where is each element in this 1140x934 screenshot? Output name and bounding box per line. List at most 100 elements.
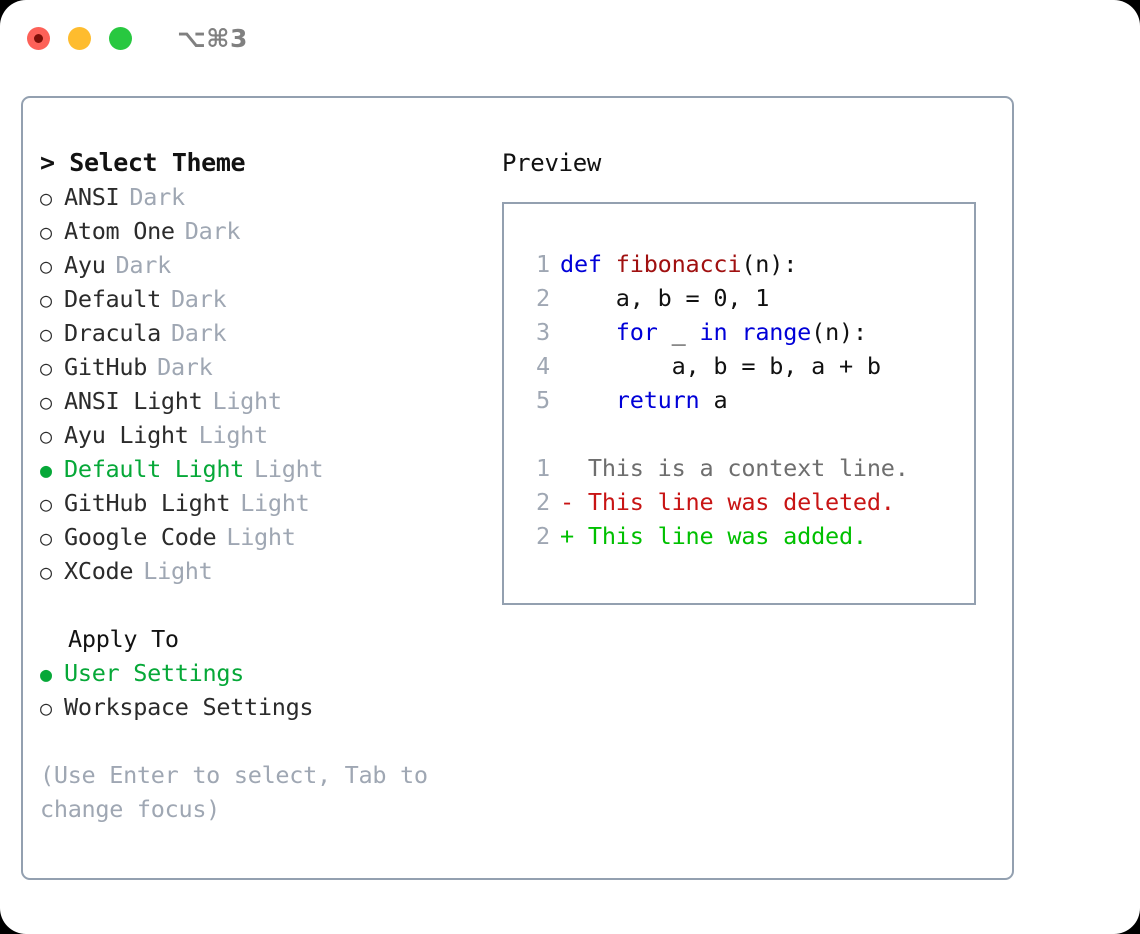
radio-empty-icon: ○ (40, 288, 52, 312)
radio-empty-icon: ○ (40, 356, 52, 380)
code-diff-separator (524, 417, 968, 451)
apply-option-label: Workspace Settings (64, 693, 314, 721)
theme-option-label: Atom One (64, 217, 175, 245)
theme-option-ayu[interactable]: ○ Ayu Dark (40, 248, 490, 282)
theme-option-label: Default Light (64, 455, 245, 483)
line-number: 1 (536, 454, 550, 482)
theme-option-label: Default (64, 285, 161, 313)
theme-option-label: Ayu (64, 251, 106, 279)
theme-option-tag: Dark (157, 353, 213, 381)
close-button[interactable] (27, 26, 50, 50)
theme-option-label: GitHub Light (64, 489, 231, 517)
theme-option-tag: Light (254, 455, 324, 483)
line-number: 1 (536, 250, 550, 278)
minimize-button[interactable] (68, 26, 91, 50)
radio-empty-icon: ○ (40, 424, 52, 448)
code-line: 5 return a (524, 383, 968, 417)
select-theme-header: > Select Theme (40, 148, 246, 177)
apply-to-list[interactable]: ●User Settings ○ Workspace Settings (40, 656, 490, 724)
code-token: _ (657, 318, 700, 346)
theme-option-label: GitHub (64, 353, 148, 381)
theme-option-tag: Dark (115, 251, 172, 279)
code-token: a (699, 386, 728, 414)
line-number: 2 (536, 284, 550, 312)
theme-option-default[interactable]: ○ Default Dark (40, 282, 490, 316)
apply-to-header: Apply To (68, 625, 179, 653)
theme-option-tag: Dark (170, 319, 227, 347)
theme-option-label: Dracula (64, 319, 161, 347)
apply-option-label: User Settings (64, 659, 245, 687)
diff-text: + This line was added. (560, 522, 867, 550)
code-token: range (741, 318, 812, 346)
theme-option-tag: Dark (184, 217, 241, 245)
theme-option-label: ANSI (64, 183, 120, 211)
keyboard-shortcut-label: ⌥⌘3 (177, 23, 248, 53)
code-line: 3 for _ in range(n): (524, 315, 968, 349)
code-token: (n): (741, 250, 798, 278)
theme-option-tag: Dark (170, 285, 227, 313)
radio-selected-icon: ● (40, 458, 52, 482)
code-token: in (699, 318, 728, 346)
line-number: 4 (536, 352, 550, 380)
theme-option-label: ANSI Light (64, 387, 203, 415)
theme-option-tag: Light (226, 523, 296, 551)
theme-option-tag: Dark (129, 183, 185, 211)
diff-text: - This line was deleted. (560, 488, 895, 516)
code-token (727, 318, 741, 346)
theme-option-ayu-light[interactable]: ○ Ayu Light Light (40, 418, 490, 452)
theme-option-label: Ayu Light (64, 421, 189, 449)
preview-title: Preview (502, 149, 602, 177)
code-line: 4 a, b = b, a + b (524, 349, 968, 383)
radio-empty-icon: ○ (40, 560, 52, 584)
theme-option-github[interactable]: ○ GitHub Dark (40, 350, 490, 384)
line-number: 2 (536, 488, 550, 516)
maximize-button[interactable] (109, 26, 132, 50)
radio-empty-icon: ○ (40, 696, 52, 720)
theme-option-default-light[interactable]: ● Default Light Light (40, 452, 490, 486)
list-spacer (40, 588, 490, 622)
hint-spacer (40, 724, 490, 758)
radio-empty-icon: ○ (40, 390, 52, 414)
theme-option-tag: Light (212, 387, 282, 415)
theme-option-tag: Light (143, 557, 213, 585)
keyboard-hint: (Use Enter to select, Tab to change focu… (40, 761, 428, 823)
code-token: a, b = 0, 1 (560, 284, 770, 312)
theme-option-atom-one[interactable]: ○ Atom One Dark (40, 214, 490, 248)
diff-block: 1 This is a context line. 2 - This line wa… (524, 451, 968, 553)
apply-option-workspace-settings[interactable]: ○ Workspace Settings (40, 690, 490, 724)
theme-option-tag: Light (240, 489, 310, 517)
theme-option-dracula[interactable]: ○ Dracula Dark (40, 316, 490, 350)
code-token: (n): (811, 318, 867, 346)
diff-line: 2 + This line was added. (524, 519, 968, 553)
diff-text: This is a context line. (560, 454, 909, 482)
code-token: a, b = b, a + b (560, 352, 881, 380)
apply-option-user-settings[interactable]: ●User Settings (40, 656, 490, 690)
radio-empty-icon: ○ (40, 322, 52, 346)
theme-option-label: Google Code (64, 523, 217, 551)
code-token (560, 386, 616, 414)
code-token: for (615, 318, 658, 346)
titlebar: ⌥⌘3 (0, 0, 1140, 76)
theme-option-ansi-light[interactable]: ○ ANSI Light Light (40, 384, 490, 418)
radio-empty-icon: ○ (40, 220, 52, 244)
line-number: 5 (536, 386, 550, 414)
diff-line: 2 - This line was deleted. (524, 485, 968, 519)
diff-line: 1 This is a context line. (524, 451, 968, 485)
radio-empty-icon: ○ (40, 254, 52, 278)
theme-option-label: XCode (64, 557, 134, 585)
line-number: 3 (536, 318, 550, 346)
theme-option-xcode[interactable]: ○ XCode Light (40, 554, 490, 588)
theme-option-tag: Light (198, 421, 269, 449)
line-number: 2 (536, 522, 550, 550)
